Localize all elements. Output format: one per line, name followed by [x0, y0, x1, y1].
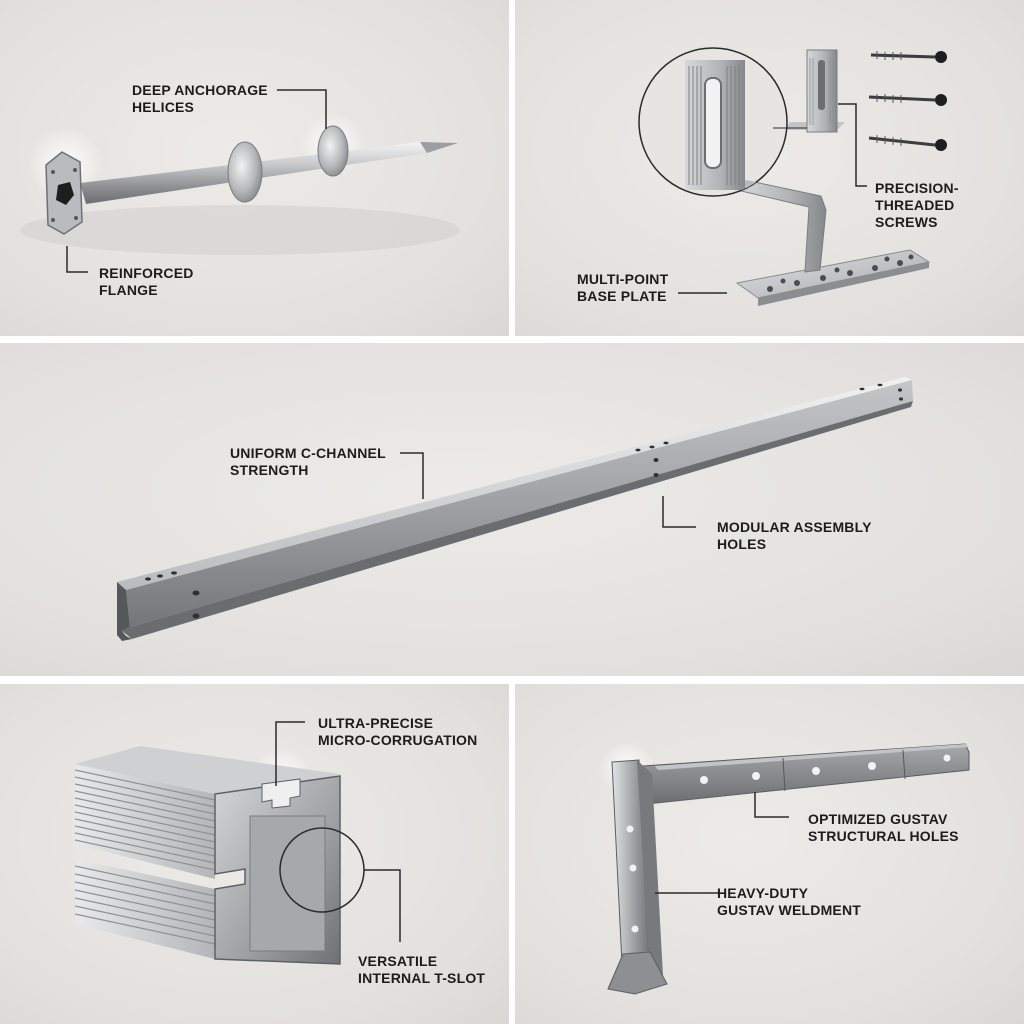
callout-line: HELICES: [132, 99, 195, 115]
callout-line: OPTIMIZED GUSTAV: [808, 811, 948, 827]
flange-bolt-3: [51, 218, 55, 222]
base-plate-edge: [758, 262, 929, 306]
panel-roof-hook: PRECISION- THREADED SCREWS MULTI-POINT B…: [515, 0, 1024, 336]
callout-line: PRECISION-: [875, 180, 959, 196]
callout-deep-anchorage: DEEP ANCHORAGE HELICES: [132, 82, 268, 116]
rail-bottom-lip: [122, 401, 913, 639]
callout-line: HOLES: [717, 536, 767, 552]
roof-hook-illustration: [638, 47, 947, 306]
flange-bolt-1: [51, 170, 55, 174]
rail-web: [126, 380, 913, 627]
top-t-slot: [261, 778, 301, 809]
panel-c-channel: UNIFORM C-CHANNEL STRENGTH MODULAR ASSEM…: [0, 343, 1024, 676]
optimized-structural-holes: [700, 754, 951, 784]
leader-structural-holes: [754, 792, 789, 818]
callout-line: SCREWS: [875, 214, 938, 230]
base-plate-holes: [767, 254, 914, 292]
callout-line: BASE PLATE: [577, 288, 667, 304]
modular-assembly-holes: [145, 383, 903, 619]
helix-disc-2: [317, 125, 349, 177]
screw-3: [868, 135, 947, 151]
anchor-shadow: [20, 205, 460, 255]
leader-helices: [277, 89, 327, 129]
post-base-gusset: [607, 951, 668, 995]
callout-assembly-holes: MODULAR ASSEMBLY HOLES: [717, 519, 872, 553]
callout-line: MICRO-CORRUGATION: [318, 732, 478, 748]
weldment-illustration: [599, 741, 970, 995]
ground-anchor-illustration: [20, 89, 460, 273]
callout-structural-holes: OPTIMIZED GUSTAV STRUCTURAL HOLES: [808, 811, 959, 845]
flange-socket: [56, 182, 74, 205]
horizontal-beam: [642, 743, 970, 805]
leader-t-slot: [364, 869, 401, 942]
callout-line: MULTI-POINT: [577, 271, 669, 287]
callout-line: FLANGE: [99, 282, 158, 298]
callout-line: THREADED: [875, 197, 955, 213]
callout-line: STRENGTH: [230, 462, 309, 478]
helix-disc-1: [227, 141, 263, 203]
rail-top-flange: [117, 377, 912, 590]
beam-top-edge: [655, 744, 969, 770]
rail-end-profile: [117, 582, 132, 641]
callout-line: HEAVY-DUTY: [717, 885, 809, 901]
anchor-tip: [420, 142, 458, 153]
post-holes: [626, 825, 639, 933]
callout-line: STRUCTURAL HOLES: [808, 828, 959, 844]
callout-line: GUSTAV WELDMENT: [717, 902, 862, 918]
callout-line: REINFORCED: [99, 265, 194, 281]
leader-flange: [66, 246, 88, 273]
callout-micro-corrugation: ULTRA-PRECISE MICRO-CORRUGATION: [318, 715, 477, 749]
panel-weldment: OPTIMIZED GUSTAV STRUCTURAL HOLES HEAVY-…: [515, 684, 1024, 1024]
t-slot-illustration: [74, 721, 401, 965]
profile-interior: [249, 815, 326, 952]
callout-uniform-strength: UNIFORM C-CHANNEL STRENGTH: [230, 445, 386, 479]
upright-corrugation: [809, 58, 834, 125]
leader-screws: [838, 103, 867, 187]
callout-line: DEEP ANCHORAGE: [132, 82, 268, 98]
callout-base-plate: MULTI-POINT BASE PLATE: [577, 271, 668, 305]
callout-precision-screws: PRECISION- THREADED SCREWS: [875, 180, 959, 231]
callout-line: VERSATILE: [358, 953, 438, 969]
callout-internal-t-slot: VERSATILE INTERNAL T-SLOT: [358, 953, 485, 987]
callout-heavy-duty-weldment: HEAVY-DUTY GUSTAV WELDMENT: [717, 885, 861, 919]
hook-slot: [818, 60, 825, 110]
leader-c-channel: [400, 452, 424, 499]
hook-arm: [736, 179, 827, 273]
micro-corrugation-lines: [74, 769, 216, 945]
flange-bolt-2: [73, 168, 77, 172]
panel-t-slot-profile: ULTRA-PRECISE MICRO-CORRUGATION VERSATIL…: [0, 684, 509, 1024]
callout-line: UNIFORM C-CHANNEL: [230, 445, 386, 461]
callout-reinforced-flange: REINFORCED FLANGE: [99, 265, 194, 299]
precision-threaded-screws: [868, 51, 947, 151]
screw-1: [870, 51, 947, 63]
panel-ground-anchor: DEEP ANCHORAGE HELICES REINFORCED FLANGE: [0, 0, 509, 336]
beam-seams: [782, 749, 906, 792]
leader-assembly-holes: [662, 496, 696, 528]
leader-corrugation: [275, 721, 305, 786]
screw-2: [868, 94, 947, 106]
corrugated-side-lower: [75, 859, 215, 959]
callout-line: ULTRA-PRECISE: [318, 715, 434, 731]
post-side-face: [637, 760, 663, 979]
callout-line: INTERNAL T-SLOT: [358, 970, 486, 986]
c-channel-illustration: [117, 377, 913, 641]
flange-bolt-4: [74, 216, 78, 220]
callout-line: MODULAR ASSEMBLY: [717, 519, 872, 535]
